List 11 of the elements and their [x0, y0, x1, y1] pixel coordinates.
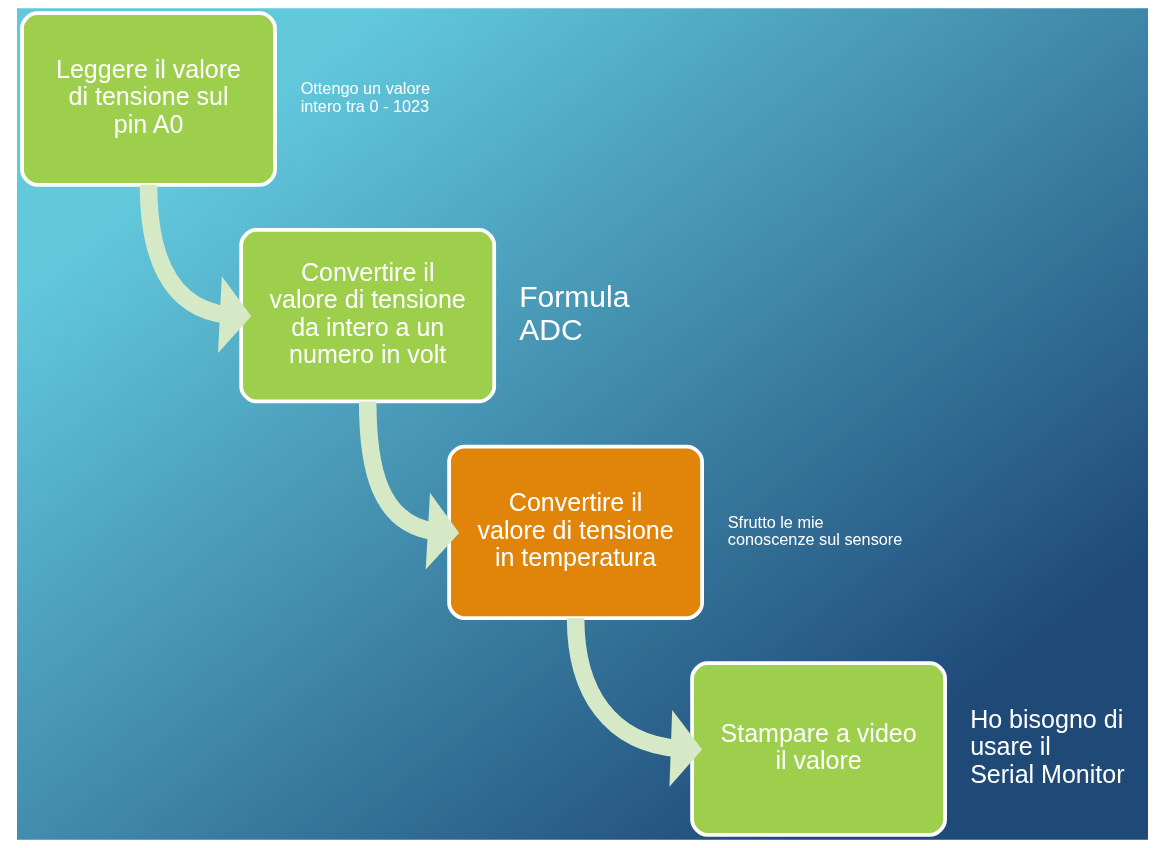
node-label: Ho bisogno di usare il Serial Monitor: [970, 704, 1125, 788]
node-label: Sfrutto le mie conoscenze sul sensore: [727, 512, 903, 549]
node-box: Stampare a video il valore: [690, 661, 947, 837]
node-box: Leggere il valore di tensione sul pin A0: [20, 11, 277, 187]
node-label: Formula ADC: [519, 280, 630, 346]
node-label: Ottengo un valore intero tra 0 - 1023: [300, 79, 430, 115]
node-box: Convertire il valore di tensione in temperatura: [447, 444, 704, 620]
arrow: [358, 401, 460, 570]
arrow: [566, 617, 703, 787]
node-box: Convertire il valore di tensione da intero a un numero in volt: [239, 228, 497, 404]
arrow: [139, 184, 252, 354]
